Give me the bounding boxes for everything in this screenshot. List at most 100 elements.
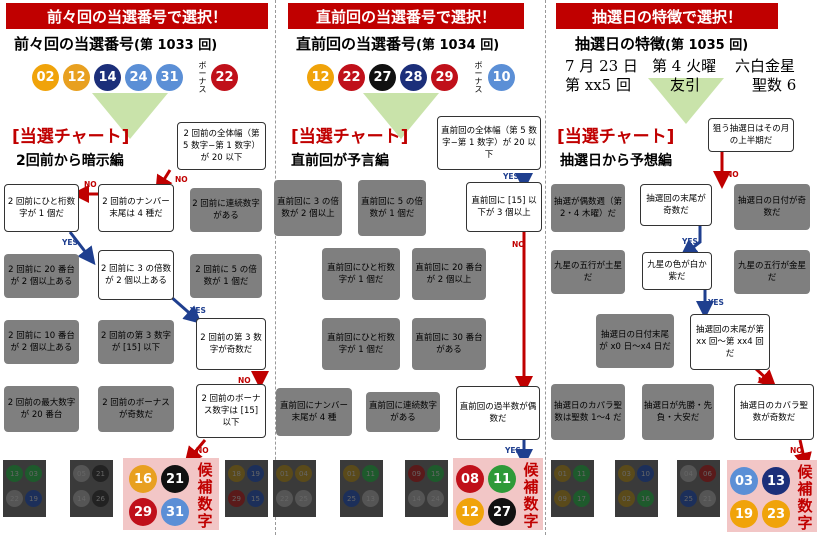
down-triangle xyxy=(363,93,439,139)
chart-start-box: 2 回前の全体幅（第 5 数字−第 1 数字）が 20 以下 xyxy=(177,122,266,170)
chart-heading: [当選チャート] xyxy=(291,127,409,147)
chart-node-dim: 九星の五行が土星だ xyxy=(551,250,625,294)
down-triangle xyxy=(92,93,168,139)
column-divider xyxy=(275,0,276,535)
candidate-numbers: 03 13 19 23 候補数字 xyxy=(727,460,817,532)
chart-heading: [当選チャート] xyxy=(12,127,130,147)
chart-node-dim: 直前回に 5 の倍数が 1 個だ xyxy=(358,180,426,236)
dim-number-set: 04 06 25 21 xyxy=(677,460,720,517)
number-ball: 28 xyxy=(400,64,427,91)
number-ball: 29 xyxy=(431,64,458,91)
chart-node: 抽選回の末尾が第 xx 回〜第 xx4 回だ xyxy=(690,314,770,370)
banner-prev2: 前々回の当選番号で選択！ xyxy=(6,3,268,29)
section-title: 前々回の当選番号(第 1033 回) xyxy=(14,35,218,53)
sub-heading: 2回前から暗示編 xyxy=(16,153,124,169)
bonus-label: ボーナス xyxy=(474,61,483,94)
candidate-numbers: 16 21 29 31 候補数字 xyxy=(123,458,219,530)
chart-node-dim: 2 回前の第 3 数字が [15] 以下 xyxy=(98,320,174,364)
dim-number-set: 13 03 22 19 xyxy=(3,460,46,517)
chart-node: 抽選回の末尾が奇数だ xyxy=(640,184,712,226)
no-label: NO xyxy=(758,376,771,385)
chart-node: 抽選日のカバラ聖数が奇数だ xyxy=(734,384,814,440)
number-ball: 22 xyxy=(338,64,365,91)
chart-node-dim: 直前回にひと桁数字が 1 個だ xyxy=(322,248,400,300)
dim-number-set: 09 15 14 24 xyxy=(405,460,448,517)
yes-label: YES xyxy=(62,238,78,247)
chart-node-dim: 九星の五行が金星だ xyxy=(734,250,810,294)
rokuyo: 友引 xyxy=(670,76,701,94)
chart-node-dim: 直前回にナンバー末尾が 4 種 xyxy=(276,388,352,436)
chart-node-dim: 2 回前に 20 番台が 2 個以上ある xyxy=(4,254,79,298)
down-triangle xyxy=(648,78,724,124)
draw-round: 第 xx5 回 xyxy=(565,76,631,94)
chart-node-dim: 直前回に連続数字がある xyxy=(366,392,440,432)
number-ball: 27 xyxy=(369,64,396,91)
chart-node-dim: 直前回に 20 番台が 2 個以上 xyxy=(412,248,486,300)
banner-prev1: 直前回の当選番号で選択！ xyxy=(288,3,524,29)
chart-node: 2 回前にひと桁数字が 1 個だ xyxy=(4,184,79,232)
bonus-label: ボーナス xyxy=(198,61,207,94)
chart-node-dim: 直前回に 3 の倍数が 2 個以上 xyxy=(274,180,342,236)
column-divider xyxy=(545,0,546,535)
dim-number-set: 03 10 02 16 xyxy=(615,460,658,517)
dim-number-set: 01 11 25 13 xyxy=(340,460,383,517)
sub-heading: 抽選日から予想編 xyxy=(560,153,672,169)
chart-node: 2 回前に 3 の倍数が 2 個以上ある xyxy=(98,250,174,300)
chart-node-dim: 抽選日が先勝・先負・大安だ xyxy=(642,384,714,440)
chart-heading: [当選チャート] xyxy=(557,127,675,147)
section-title: 直前回の当選番号(第 1034 回) xyxy=(296,35,500,53)
dim-number-set: 18 19 29 15 xyxy=(225,460,268,517)
number-ball: 14 xyxy=(94,64,121,91)
chart-node-dim: 2 回前に 5 の倍数が 1 個だ xyxy=(190,254,262,298)
chart-node-dim: 2 回前のボーナスが奇数だ xyxy=(98,386,174,432)
bonus-ball: 10 xyxy=(488,64,515,91)
dim-number-set: 05 21 14 26 xyxy=(70,460,113,517)
number-ball: 12 xyxy=(63,64,90,91)
chart-node-dim: 2 回前に連続数字がある xyxy=(190,188,262,232)
no-label: NO xyxy=(790,446,803,455)
no-label: NO xyxy=(196,446,209,455)
chart-node: 直前回の過半数が偶数だ xyxy=(456,386,540,440)
chart-node: 2 回前の第 3 数字が奇数だ xyxy=(196,318,266,370)
dim-number-set: 01 11 09 17 xyxy=(551,460,594,517)
number-ball: 31 xyxy=(156,64,183,91)
banner-draw-day: 抽選日の特徴で選択！ xyxy=(556,3,778,29)
no-label: NO xyxy=(726,170,739,179)
chart-node-dim: 直前回にひと桁数字が 1 個だ xyxy=(322,318,400,370)
no-label: NO xyxy=(512,240,525,249)
chart-node-dim: 抽選が偶数週（第 2・4 木曜）だ xyxy=(551,184,625,232)
chart-node: 九星の色が白か紫だ xyxy=(642,252,712,290)
section-title: 抽選日の特徴(第 1035 回) xyxy=(575,35,749,53)
chart-node-dim: 抽選日の日付末尾が x0 日〜x4 日だ xyxy=(596,314,674,368)
chart-node-dim: 直前回に 30 番台がある xyxy=(412,318,486,370)
yes-label: YES xyxy=(708,298,724,307)
yes-label: YES xyxy=(682,237,698,246)
chart-node: 2 回前のナンバー末尾は 4 種だ xyxy=(98,184,174,232)
no-label: NO xyxy=(84,180,97,189)
sacred-number: 聖数 6 xyxy=(752,76,797,94)
yes-label: YES xyxy=(503,172,519,181)
chart-node-dim: 2 回前の最大数字が 20 番台 xyxy=(4,386,79,432)
no-label: NO xyxy=(238,376,251,385)
draw-weekday: 第 4 火曜 xyxy=(652,57,717,75)
nine-star: 六白金星 xyxy=(735,57,796,75)
no-label: NO xyxy=(175,175,188,184)
yes-label: YES xyxy=(190,306,206,315)
bonus-ball: 22 xyxy=(211,64,238,91)
candidate-numbers: 08 11 12 27 候補数字 xyxy=(453,458,543,530)
chart-node-dim: 2 回前に 10 番台が 2 個以上ある xyxy=(4,320,79,364)
number-ball: 02 xyxy=(32,64,59,91)
chart-start-box: 直前回の全体幅（第 5 数字−第 1 数字）が 20 以下 xyxy=(437,116,541,170)
draw-date: 7 月 23 日 xyxy=(565,57,638,75)
chart-node-dim: 抽選日の日付が奇数だ xyxy=(734,184,810,230)
yes-label: YES xyxy=(505,446,521,455)
sub-heading: 直前回が予言編 xyxy=(291,153,389,169)
chart-node: 2 回前のボーナス数字は [15] 以下 xyxy=(196,384,266,438)
chart-start-box: 狙う抽選日はその月の上半期だ xyxy=(708,118,794,152)
number-ball: 12 xyxy=(307,64,334,91)
dim-number-set: 01 04 22 25 xyxy=(273,460,316,517)
number-ball: 24 xyxy=(125,64,152,91)
chart-node: 直前回に [15] 以下が 3 個以上 xyxy=(466,182,542,232)
chart-node-dim: 抽選日のカパラ聖数は聖数 1〜4 だ xyxy=(551,384,625,440)
